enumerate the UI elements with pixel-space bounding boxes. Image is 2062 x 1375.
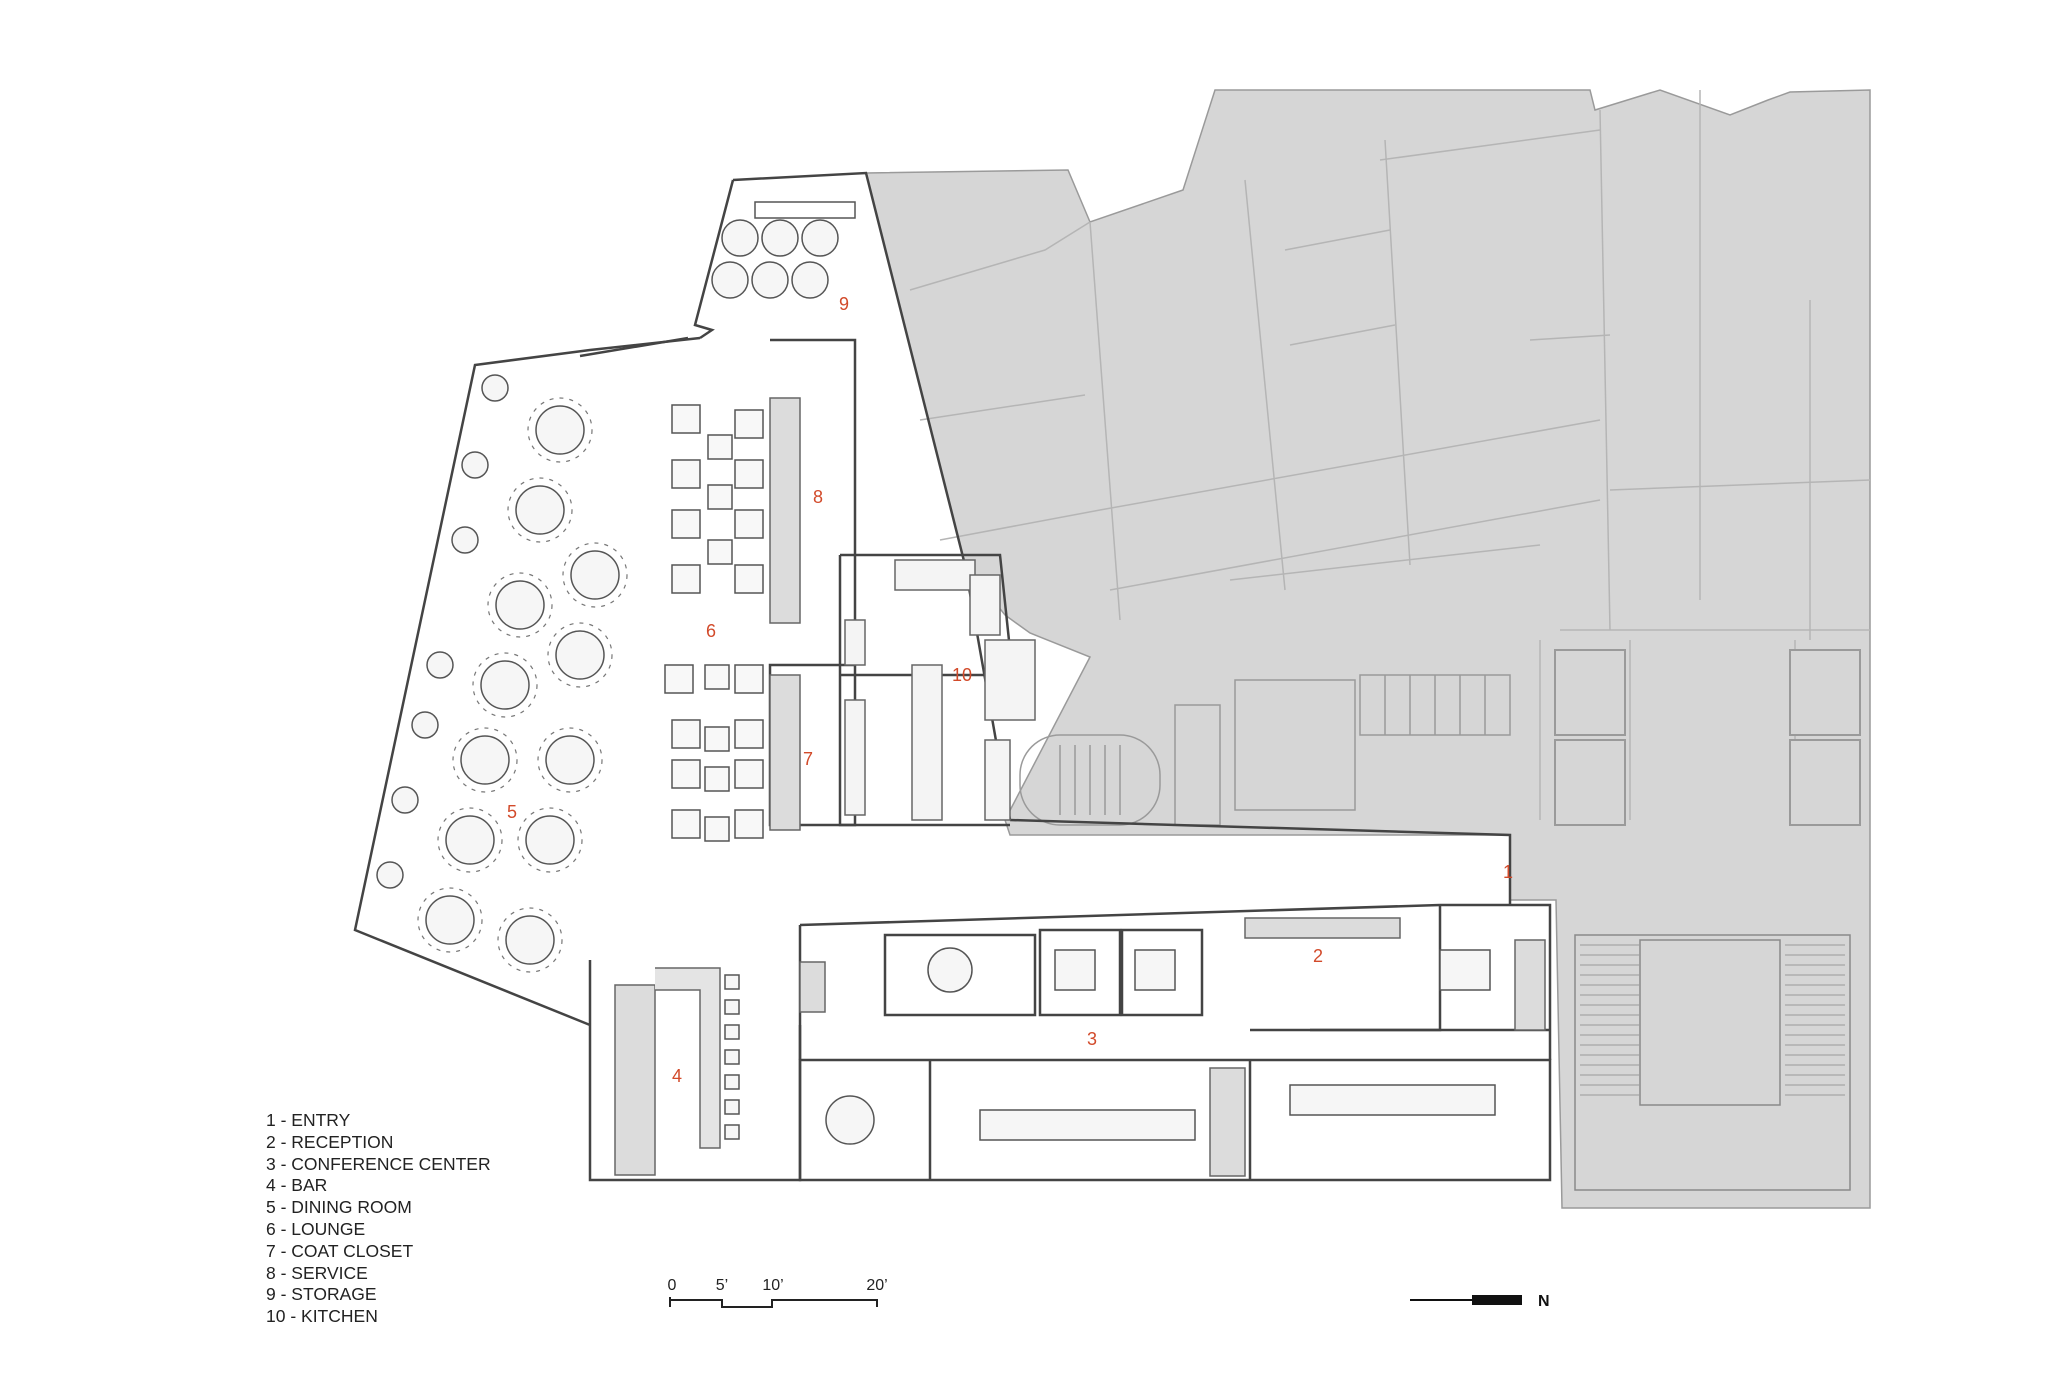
storage-drums xyxy=(711,201,856,299)
scale-tick-5: 5’ xyxy=(716,1277,728,1294)
legend-item-coat-closet: 7 - COAT CLOSET xyxy=(266,1240,414,1261)
dining-tables xyxy=(376,374,620,965)
plan-walls xyxy=(353,171,1552,1182)
room-legend: 1 - ENTRY 2 - RECEPTION 3 - CONFERENCE C… xyxy=(266,1110,491,1328)
kitchen-fixtures xyxy=(844,559,1036,821)
scale-tick-20: 20’ xyxy=(866,1277,887,1294)
service-counter xyxy=(614,397,1546,1177)
room-label-5: 5 xyxy=(507,802,517,822)
room-label-8: 8 xyxy=(813,487,823,507)
legend-item-conference-center: 3 - CONFERENCE CENTER xyxy=(266,1153,491,1174)
legend-item-reception: 2 - RECEPTION xyxy=(266,1131,394,1152)
room-labels: 1 2 3 4 5 6 7 8 9 10 xyxy=(507,294,1513,1086)
legend-item-entry: 1 - ENTRY xyxy=(266,1110,351,1130)
room-label-10: 10 xyxy=(952,665,972,685)
north-label: N xyxy=(1538,1293,1550,1310)
room-label-3: 3 xyxy=(1087,1029,1097,1049)
conference-furniture xyxy=(825,947,1496,1145)
legend-item-service: 8 - SERVICE xyxy=(266,1262,368,1283)
legend-item-bar: 4 - BAR xyxy=(266,1175,328,1196)
room-label-2: 2 xyxy=(1313,946,1323,966)
room-label-9: 9 xyxy=(839,294,849,314)
scale-tick-0: 0 xyxy=(668,1277,677,1294)
legend-item-storage: 9 - STORAGE xyxy=(266,1284,377,1305)
lounge-furniture xyxy=(664,404,764,842)
room-label-6: 6 xyxy=(706,621,716,641)
existing-building xyxy=(865,89,1871,1209)
scale-tick-10: 10’ xyxy=(762,1277,783,1294)
room-label-1: 1 xyxy=(1503,862,1513,882)
legend-item-kitchen: 10 - KITCHEN xyxy=(266,1306,378,1327)
north-arrow: N xyxy=(1410,1293,1550,1310)
room-label-7: 7 xyxy=(803,749,813,769)
scale-bar: 0 5’ 10’ 20’ xyxy=(668,1277,888,1308)
bar-stools xyxy=(724,974,740,1140)
legend-item-lounge: 6 - LOUNGE xyxy=(266,1218,366,1239)
room-label-4: 4 xyxy=(672,1066,682,1086)
legend-item-dining-room: 5 - DINING ROOM xyxy=(266,1197,412,1218)
dining-chairs xyxy=(417,397,628,973)
